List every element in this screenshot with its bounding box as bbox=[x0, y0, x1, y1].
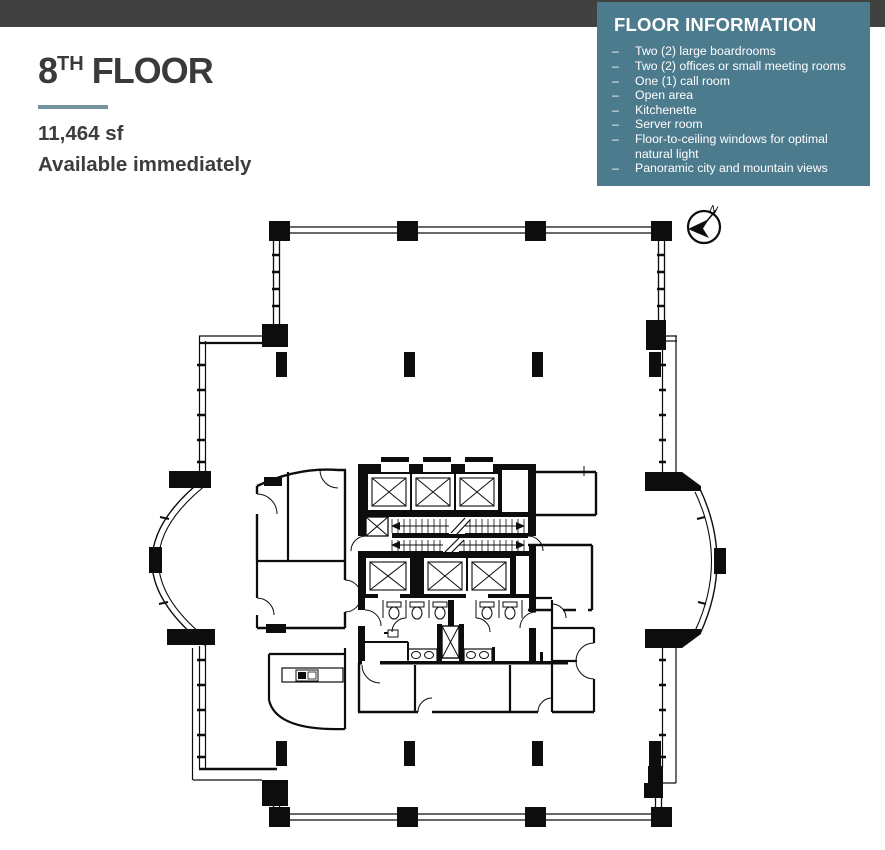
washrooms bbox=[358, 545, 568, 665]
floor-info-item: – Open area bbox=[612, 88, 860, 103]
bullet-dash: – bbox=[612, 44, 619, 59]
page-title: 8TH FLOOR bbox=[38, 50, 251, 91]
north-arrow-icon: N bbox=[686, 203, 722, 245]
floor-number: 8 bbox=[38, 50, 58, 91]
floor-info-item: – Kitchenette bbox=[612, 103, 860, 118]
toilet-fixtures bbox=[382, 600, 523, 620]
bullet-dash: – bbox=[612, 73, 619, 88]
curtain-walls bbox=[191, 226, 677, 821]
floor-word: FLOOR bbox=[91, 50, 214, 91]
bullet-dash: – bbox=[612, 102, 619, 117]
floor-info-item: – One (1) call room bbox=[612, 74, 860, 89]
floor-info-item: – Floor-to-ceiling windows for optimal n… bbox=[612, 132, 860, 161]
bullet-dash: – bbox=[612, 58, 619, 73]
right-rooms bbox=[528, 466, 598, 712]
floor-info-text: Open area bbox=[635, 88, 694, 103]
lower-rooms bbox=[357, 663, 594, 714]
stairs bbox=[350, 516, 544, 555]
column-grid bbox=[149, 221, 726, 827]
north-label: N bbox=[708, 203, 719, 217]
kitchenette bbox=[267, 648, 347, 731]
floor-info-item: – Two (2) large boardrooms bbox=[612, 44, 860, 59]
floor-info-text: Floor-to-ceiling windows for optimal nat… bbox=[635, 131, 828, 161]
bullet-dash: – bbox=[612, 117, 619, 132]
floor-info-item: – Panoramic city and mountain views bbox=[612, 161, 860, 176]
panel-title: FLOOR INFORMATION bbox=[614, 14, 817, 35]
title-underline bbox=[38, 105, 108, 110]
floor-area: 11,464 sf bbox=[38, 122, 124, 146]
floor-info-text: Two (2) offices or small meeting rooms bbox=[635, 58, 846, 73]
floor-info-text: Panoramic city and mountain views bbox=[635, 161, 828, 176]
left-rooms bbox=[255, 468, 362, 633]
floor-info-item: – Server room bbox=[612, 117, 860, 132]
floor-information-panel: FLOOR INFORMATION – Two (2) large boardr… bbox=[597, 2, 870, 186]
bullet-dash: – bbox=[612, 161, 619, 176]
elevator-core bbox=[350, 457, 544, 598]
floor-info-text: Kitchenette bbox=[635, 102, 697, 117]
bullet-dash: – bbox=[612, 131, 619, 146]
bullet-dash: – bbox=[612, 88, 619, 103]
floor-ordinal: TH bbox=[57, 53, 84, 75]
page-header: 8TH FLOOR 11,464 sf Available immediately bbox=[38, 50, 251, 176]
floor-info-text: Two (2) large boardrooms bbox=[635, 44, 776, 59]
floor-information-list: – Two (2) large boardrooms – Two (2) off… bbox=[612, 44, 860, 175]
elevator-shafts bbox=[369, 477, 507, 591]
floor-info-text: Server room bbox=[635, 117, 703, 132]
floor-plan: N bbox=[149, 203, 726, 827]
floor-info-text: One (1) call room bbox=[635, 73, 730, 88]
floor-info-item: – Two (2) offices or small meeting rooms bbox=[612, 59, 860, 74]
availability: Available immediately bbox=[38, 153, 252, 177]
